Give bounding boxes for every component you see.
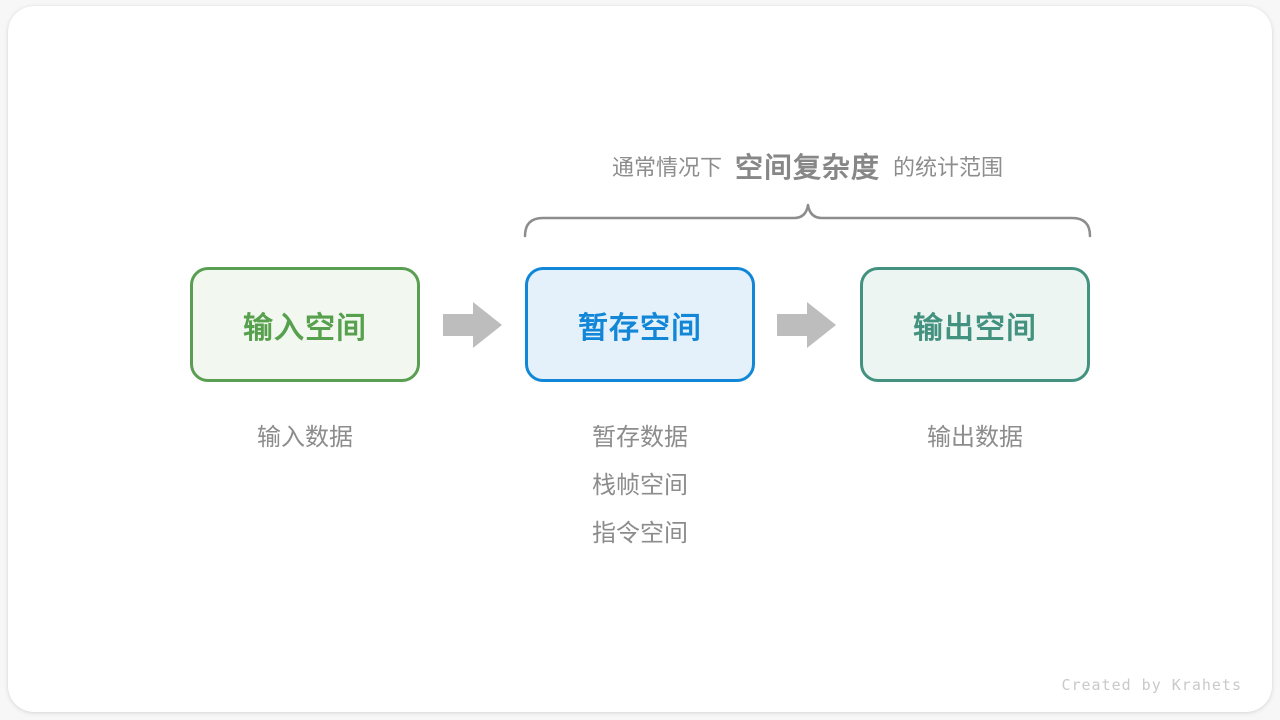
output-space-sublabel: 输出数据 <box>927 424 1023 451</box>
buffer-space-box: 暂存空间 <box>525 267 755 382</box>
arrow-right-icon <box>443 302 502 348</box>
buffer-space-sublabel: 指令空间 <box>592 520 688 547</box>
output-space-label: 输出空间 <box>913 311 1037 345</box>
output-space-box: 输出空间 <box>860 267 1090 382</box>
arrow-right-shape <box>777 302 836 348</box>
scope-annotation: 通常情况下 空间复杂度 的统计范围 <box>525 144 1090 188</box>
annotation-prefix: 通常情况下 <box>611 155 722 180</box>
arrow-right-icon <box>777 302 836 348</box>
arrow-right-shape <box>443 302 502 348</box>
annotation-suffix: 的统计范围 <box>893 155 1004 180</box>
credit-text: Created by Krahets <box>1061 676 1242 694</box>
curly-brace <box>523 203 1092 238</box>
buffer-space-sublabel: 栈帧空间 <box>592 472 688 499</box>
input-space-label: 输入空间 <box>243 311 367 345</box>
curly-brace-path <box>523 203 1092 238</box>
buffer-space-label: 暂存空间 <box>578 311 702 345</box>
annotation-highlight: 空间复杂度 <box>734 152 880 183</box>
input-space-box: 输入空间 <box>190 267 420 382</box>
buffer-space-sublabel: 暂存数据 <box>592 424 688 451</box>
input-space-sublabel: 输入数据 <box>257 424 353 451</box>
